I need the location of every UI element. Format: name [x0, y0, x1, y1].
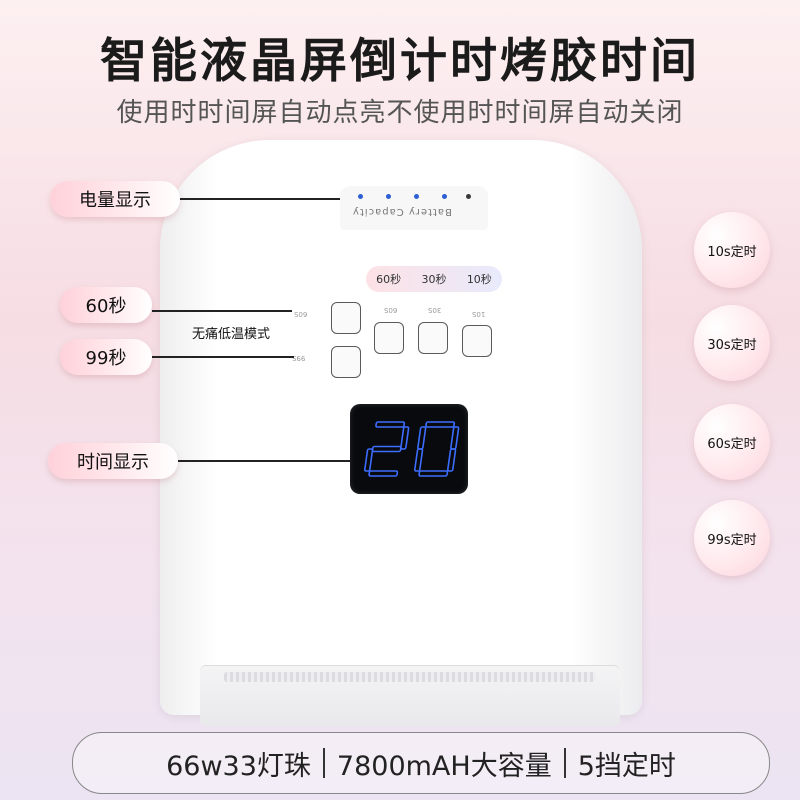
lcd-segment-g [371, 445, 402, 453]
painless-low-temp-mode-label: 无痛低温模式 [192, 327, 271, 342]
button-caption-60s: 60S [384, 306, 398, 314]
low-heat-99s-button[interactable] [331, 346, 361, 378]
subheadline: 使用时时间屏自动点亮不使用时时间屏自动关闭 [116, 98, 684, 128]
callout-60s: 60秒 [60, 287, 152, 323]
button-caption-30s: 30S [428, 306, 442, 314]
lcd-digits [363, 421, 460, 477]
lcd-segment-e [413, 448, 424, 472]
battery-led-icon [466, 194, 471, 199]
lcd-segment-f [417, 426, 427, 450]
button-caption-99s-side: 99S [292, 354, 306, 362]
battery-led-icon [358, 194, 363, 199]
callout-line-time [178, 460, 350, 462]
battery-indicator: Battery Capacity [340, 186, 488, 230]
callout-99s: 99秒 [60, 339, 152, 375]
battery-led-icon [442, 194, 447, 199]
lcd-time-display: 20 [350, 404, 468, 494]
timer-label-strip: 60秒 30秒 10秒 [366, 266, 502, 292]
badge-60s-timer: 60s定时 [694, 404, 770, 480]
spec-timer: 5挡定时 [577, 750, 676, 782]
battery-led-icon [414, 194, 419, 199]
lcd-segment-d [368, 470, 399, 477]
low-heat-60s-button[interactable] [331, 302, 361, 334]
headline: 智能液晶屏倒计时烤胶时间 [100, 34, 700, 89]
battery-caption: Battery Capacity [352, 206, 452, 217]
spec-separator [563, 748, 566, 778]
timer-label-60: 60秒 [376, 273, 402, 286]
button-caption-60s-side: 60S [294, 310, 308, 318]
callout-line-99s [152, 356, 294, 358]
callout-time-display: 时间显示 [48, 443, 178, 479]
badge-10s-timer: 10s定时 [694, 212, 770, 288]
callout-battery: 电量显示 [50, 181, 180, 217]
lcd-segment-a [375, 421, 406, 428]
timer-label-30: 30秒 [421, 273, 447, 286]
base-grille [224, 672, 596, 682]
lcd-segment-b [400, 426, 410, 450]
spec-leds: 66w33灯珠 [166, 750, 311, 782]
timer-label-10: 10秒 [466, 273, 492, 286]
badge-99s-timer: 99s定时 [694, 500, 770, 576]
lcd-segment-c [446, 448, 457, 472]
lcd-segment-e [363, 448, 374, 472]
lcd-segment-b [450, 426, 460, 450]
timer-10s-button[interactable] [462, 325, 492, 357]
spec-separator [322, 748, 325, 778]
lcd-segment-d [418, 470, 449, 477]
timer-30s-button[interactable] [418, 322, 448, 354]
callout-line-battery [180, 198, 340, 200]
spec-battery: 7800mAH大容量 [336, 750, 552, 782]
spec-footer: 66w33灯珠 7800mAH大容量 5挡定时 [72, 732, 770, 794]
button-caption-10s: 10S [472, 310, 486, 318]
badge-30s-timer: 30s定时 [694, 305, 770, 381]
battery-led-icon [386, 194, 391, 199]
lcd-segment-a [425, 421, 456, 428]
timer-60s-button[interactable] [374, 322, 404, 354]
nail-lamp-base [200, 665, 620, 726]
callout-line-60s [152, 310, 292, 312]
